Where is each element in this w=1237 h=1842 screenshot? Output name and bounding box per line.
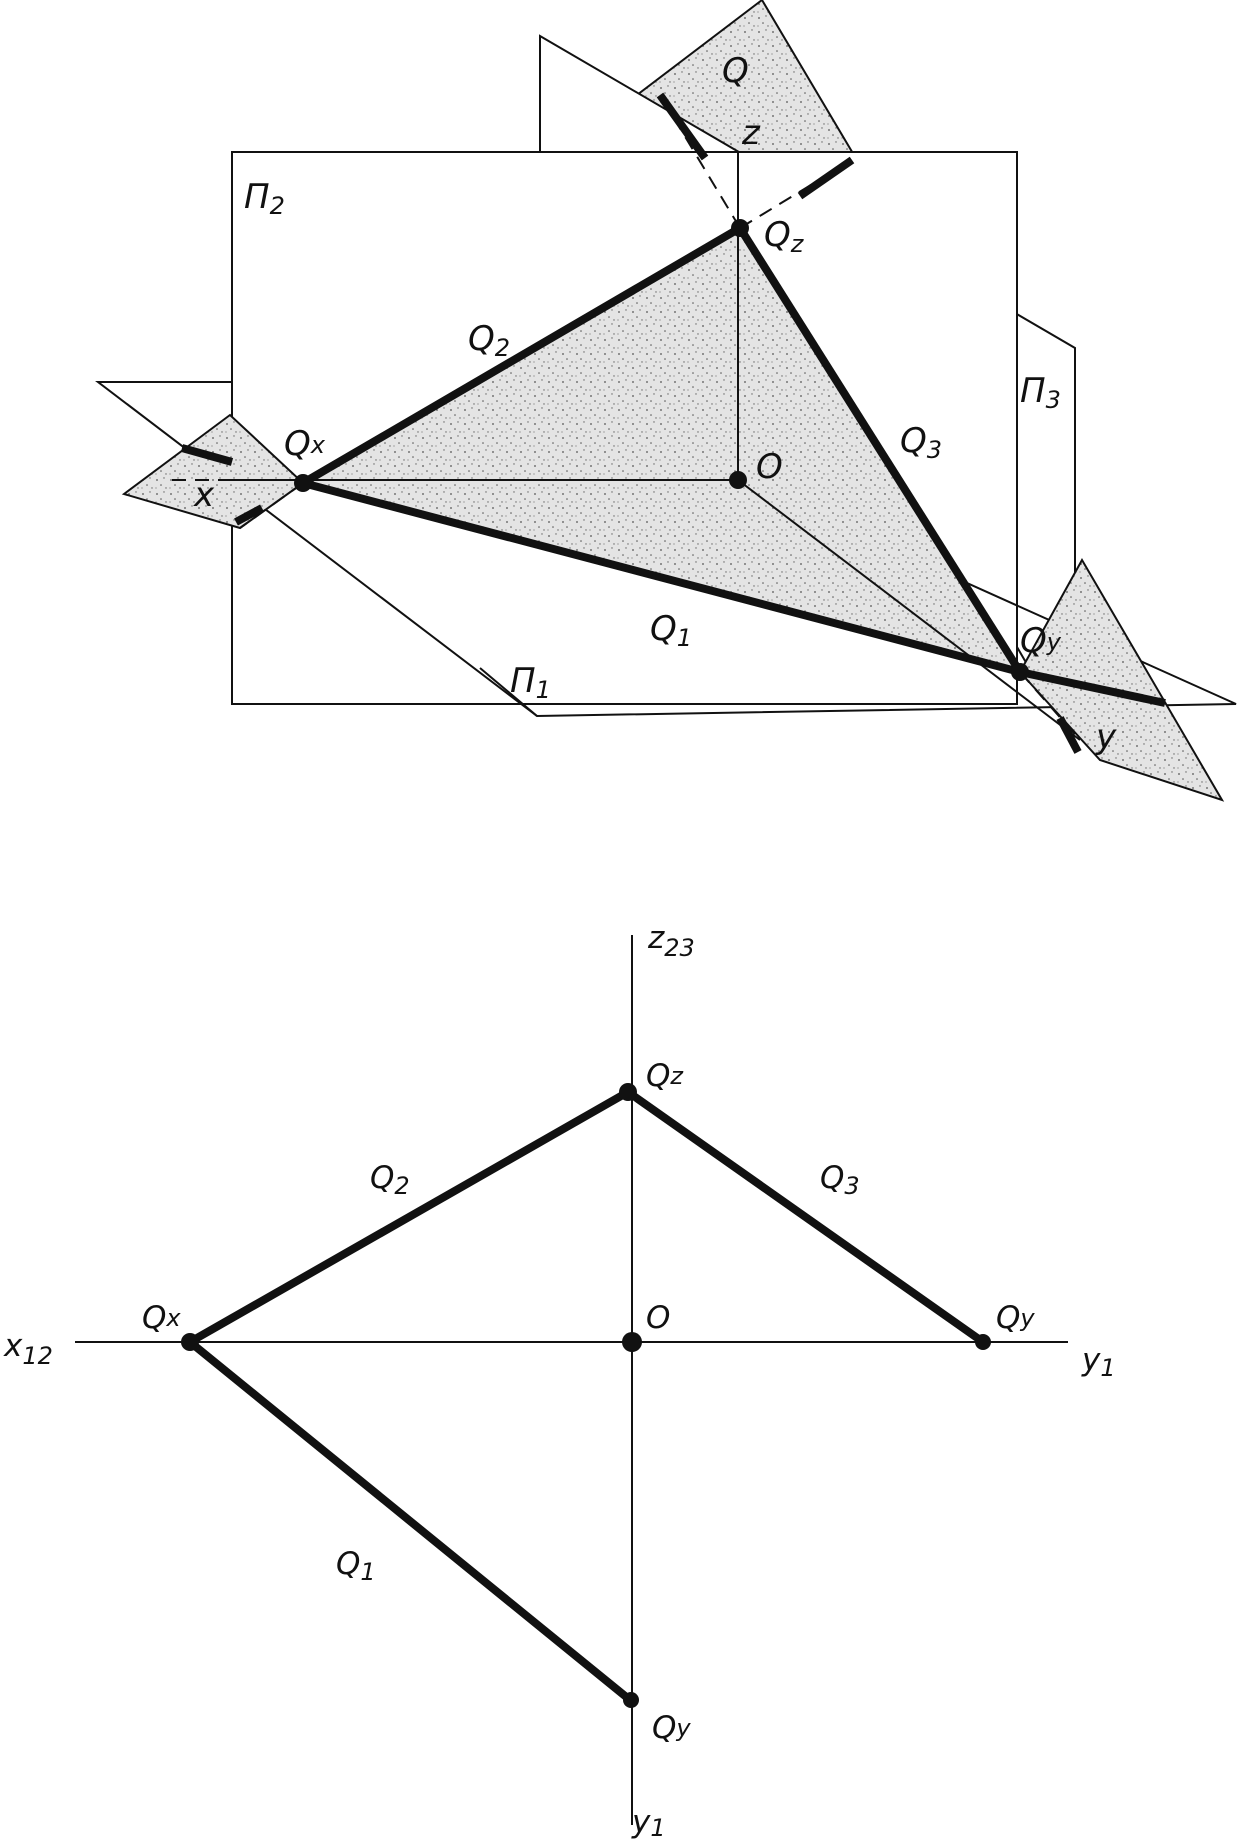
epure-trace-q2 (188, 1088, 630, 1346)
label-epure-q3: Q3 (820, 1160, 860, 1200)
origin-point (729, 471, 747, 489)
label-trace-q1: Q1 (650, 609, 692, 652)
plane-q-front (303, 228, 1020, 672)
label-origin: O (756, 447, 783, 487)
label-axis-y1-bottom: y1 (631, 1804, 666, 1842)
label-point-qy: Qy (1020, 621, 1062, 661)
epure-trace-q3 (625, 1088, 986, 1346)
label-epure-qz: Qz (646, 1058, 684, 1094)
label-epure-origin: O (646, 1300, 670, 1336)
label-plane-p1: Π1 (510, 661, 551, 704)
epure-point-qy-right (975, 1334, 991, 1350)
point-qx (294, 474, 312, 492)
label-trace-q3: Q3 (900, 421, 942, 464)
label-epure-qy-right: Qy (996, 1300, 1035, 1336)
label-epure-qx: Qx (142, 1300, 181, 1336)
trace-q2-line (300, 224, 743, 487)
trace-q1-left (180, 444, 234, 466)
label-axis-z23: z23 (647, 920, 695, 962)
label-axis-y1-right: y1 (1081, 1342, 1116, 1382)
point-qy (1011, 663, 1029, 681)
label-epure-qy-bottom: Qy (652, 1710, 691, 1746)
point-qz (731, 219, 749, 237)
plane-p1-edge (479, 667, 538, 717)
epure-point-qz (619, 1083, 637, 1101)
label-axis-z: z (741, 113, 761, 153)
trace-q1-right (1019, 668, 1166, 707)
label-trace-q2: Q2 (468, 319, 510, 362)
epure-view (75, 935, 1068, 1825)
label-point-qx: Qx (284, 424, 326, 464)
label-plane-p2: Π2 (244, 177, 285, 220)
label-epure-q1: Q1 (336, 1546, 376, 1586)
epure-point-qy-bottom (623, 1692, 639, 1708)
dashed-qx-ext (239, 482, 304, 529)
epure-point-qx (181, 1333, 199, 1351)
epure-origin-point (622, 1332, 642, 1352)
epure-trace-q1 (187, 1338, 633, 1704)
label-epure-q2: Q2 (370, 1160, 410, 1200)
plane-q-right-wedge (1018, 557, 1225, 802)
trace-q2-back-a (656, 92, 709, 161)
label-axis-x12: x12 (3, 1328, 53, 1370)
trace-q-left-lower (234, 504, 264, 526)
dashed-z-ext (659, 94, 741, 229)
axonometric-view (95, 0, 1237, 802)
trace-q3-line (736, 225, 1024, 675)
label-axis-x: x (193, 475, 215, 515)
label-point-qz: Qz (764, 215, 805, 258)
trace-q1-line (301, 479, 1022, 676)
trace-q3-right (1056, 716, 1082, 754)
label-axis-y: y (1095, 717, 1117, 757)
trace-q3-back (797, 156, 855, 200)
label-plane-q: Q (722, 51, 749, 91)
axis-y-line (737, 479, 1081, 741)
label-plane-p3: Π3 (1020, 371, 1061, 414)
